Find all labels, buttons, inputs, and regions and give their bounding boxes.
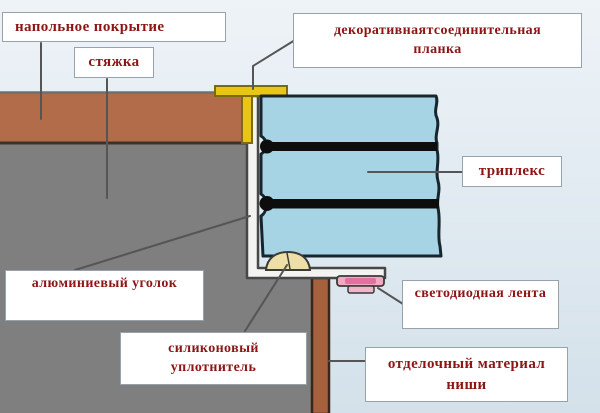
aluminum-angle-label: алюминиевый уголок bbox=[5, 270, 204, 321]
triplex-label-text: триплекс bbox=[478, 163, 546, 180]
led-strip-core bbox=[345, 278, 376, 284]
silicone-seal-split bbox=[286, 252, 291, 270]
niche-finish-label-line1: отделочный материал bbox=[387, 356, 546, 373]
floor-covering-label-text: напольное покрытие bbox=[15, 18, 165, 35]
leader-silicone-seal bbox=[244, 264, 288, 332]
leader-decorative-strip bbox=[252, 39, 296, 90]
led-strip-label-text: светодиодная лента bbox=[414, 286, 547, 301]
leader-led-strip bbox=[377, 287, 404, 305]
screed-label: стяжка bbox=[74, 47, 154, 78]
triplex-label: триплекс bbox=[462, 156, 562, 187]
silicone-seal-label-line2: уплотнитель bbox=[170, 359, 257, 375]
silicone-seal-label: силиконовый уплотнитель bbox=[120, 332, 307, 385]
niche-finish-label: отделочный материал ниши bbox=[365, 347, 568, 402]
triplex-glass bbox=[259, 94, 443, 258]
niche-finish-strip bbox=[310, 276, 331, 413]
decorative-strip-label-line1: декоративнаятсоединительная bbox=[333, 22, 542, 38]
interlayer-2 bbox=[267, 199, 439, 209]
floor-covering-layer bbox=[0, 93, 247, 143]
aluminum-angle-label-text: алюминиевый уголок bbox=[31, 276, 178, 291]
interlayer-1 bbox=[267, 142, 437, 151]
decorative-strip-label: декоративнаятсоединительная планка bbox=[293, 13, 582, 68]
silicone-seal-label-line1: силиконовый bbox=[168, 340, 259, 356]
led-strip-label: светодиодная лента bbox=[402, 280, 559, 329]
screed-label-text: стяжка bbox=[88, 54, 140, 71]
floor-covering-label: напольное покрытие bbox=[2, 12, 226, 42]
t-profile-bar bbox=[214, 85, 288, 97]
leader-aluminum-angle bbox=[74, 215, 251, 271]
niche-finish-label-line2: ниши bbox=[446, 376, 487, 393]
t-profile-stem bbox=[241, 95, 253, 144]
led-strip-lower bbox=[347, 285, 375, 294]
decorative-strip-label-line2: планка bbox=[413, 41, 462, 57]
